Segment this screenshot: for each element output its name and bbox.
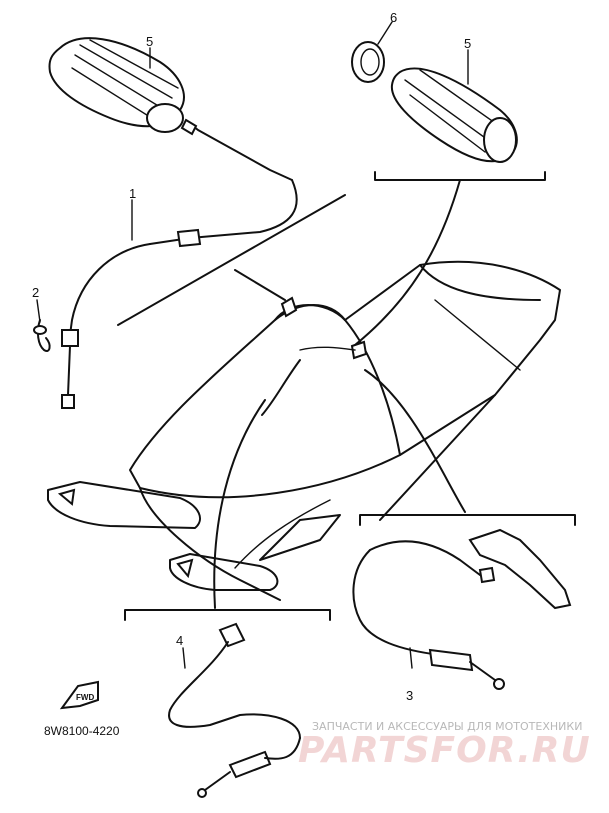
bracket-lower-right [359,514,576,526]
watermark-brand: PARTSFOR.RU [298,730,591,771]
callout-5-right: 5 [464,36,471,51]
callout-3: 3 [406,688,413,703]
leader-lower-left [213,399,266,609]
callout-5-left: 5 [146,34,153,49]
connector-a [280,296,298,318]
fwd-label: FWD [76,693,94,702]
callout-line-4 [182,647,186,669]
callout-4: 4 [176,633,183,648]
throttle-cable-upper [61,118,298,409]
callout-line-2 [36,299,41,323]
callout-2: 2 [32,285,39,300]
drawing-code: 8W8100-4220 [44,724,120,738]
connector-b [350,340,368,360]
bracket-right-group [374,171,546,181]
callout-line-6 [377,21,393,45]
callout-1: 1 [129,186,136,201]
throttle-cable-lower [168,622,301,798]
watermark-caption: ЗАПЧАСТИ И АКСЕССУАРЫ ДЛЯ МОТОТЕХНИКИ [312,720,582,733]
brake-cable [352,528,572,690]
leader-lower-right [364,369,466,513]
callout-6: 6 [390,10,397,25]
bracket-left-group [117,194,346,326]
snowmobile-body [47,260,561,601]
left-grip [48,37,185,133]
bracket-lower-left [124,609,331,621]
leader-cable-stub [261,359,301,416]
callout-line-3 [409,647,413,669]
hook-clip [33,319,51,352]
right-grip [351,41,518,163]
leader-left [234,269,286,301]
fwd-arrow-icon: FWD [59,680,99,710]
leader-right [354,179,461,346]
